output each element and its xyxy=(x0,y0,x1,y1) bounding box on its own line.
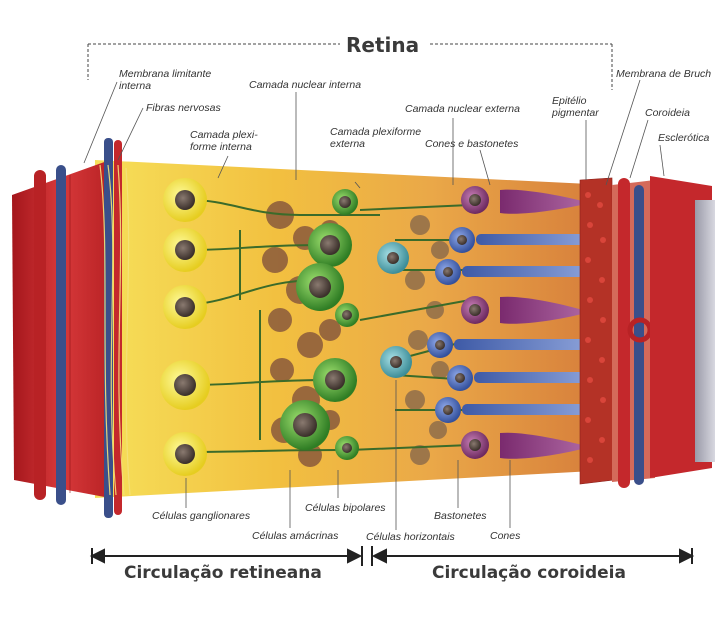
left-vessel-blue xyxy=(56,165,66,505)
label-bastonetes: Bastonetes xyxy=(434,510,487,522)
diagram-title: Retina xyxy=(346,33,419,57)
label-celulas-amacrinas: Células amácrinas xyxy=(252,530,338,542)
choroid xyxy=(612,178,655,488)
label-celulas-bipolares: Células bipolares xyxy=(305,502,386,514)
label-cones: Cones xyxy=(490,530,520,542)
left-vessel-red xyxy=(34,170,46,500)
label-camada-plexiforme-externa: Camada plexiforme xyxy=(330,126,421,138)
label-cones-e-bastonetes: Cones e bastonetes xyxy=(425,138,518,150)
label-celulas-ganglionares: Células ganglionares xyxy=(152,510,250,522)
label-camada-nuclear-externa: Camada nuclear externa xyxy=(405,103,520,115)
label-esclerotica: Esclerótica xyxy=(658,132,709,144)
label-camada-plexi: Camada plexi- xyxy=(190,129,258,141)
label-camada-plexi-2: forme interna xyxy=(190,141,252,153)
label-camada-nuclear-interna: Camada nuclear interna xyxy=(249,79,361,91)
label-membrana-limitante: Membrana limitante xyxy=(119,68,211,80)
label-camada-plexiforme-externa-2: externa xyxy=(330,138,365,150)
label-epitelio: Epitélio xyxy=(552,95,586,107)
label-membrana-bruch: Membrana de Bruch xyxy=(616,68,711,80)
label-fibras-nervosas: Fibras nervosas xyxy=(146,102,221,114)
pigment-epithelium xyxy=(580,178,614,484)
circulation-retineana: Circulação retineana xyxy=(124,563,322,583)
label-membrana-limitante-2: interna xyxy=(119,80,151,92)
label-coroideia: Coroideia xyxy=(645,107,690,119)
label-epitelio-2: pigmentar xyxy=(552,107,599,119)
label-celulas-horizontais: Células horizontais xyxy=(366,531,455,543)
sclera xyxy=(650,176,715,478)
circulation-coroideia: Circulação coroideia xyxy=(432,563,626,583)
